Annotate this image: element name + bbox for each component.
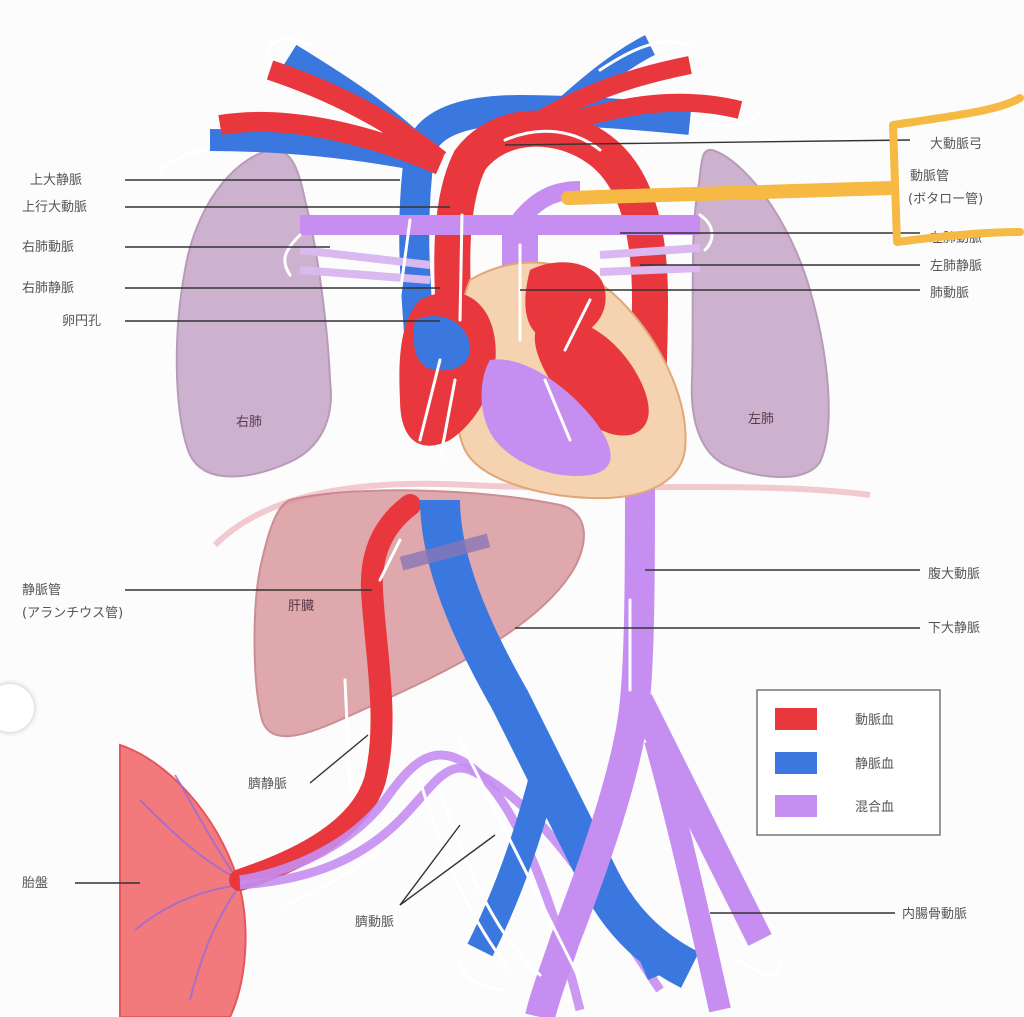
label-inferior-vena-cava: 下大静脈 xyxy=(928,621,980,636)
label-descending-aorta: 腹大動脈 xyxy=(928,566,980,582)
label-right-pulmonary-artery: 右肺動脈 xyxy=(22,240,74,255)
liver xyxy=(253,489,585,738)
flow-arrows xyxy=(158,37,782,992)
label-svc: 上大静脈 xyxy=(30,173,82,188)
aorta-branch-right xyxy=(628,694,772,946)
legend-label-venous: 静脈血 xyxy=(855,757,894,772)
pulmonary-veins-right xyxy=(299,246,431,284)
pulmonary-veins-left xyxy=(599,244,701,276)
label-left-lung: 左肺 xyxy=(748,412,774,427)
label-placenta: 胎盤 xyxy=(22,876,48,891)
label-ductus-arteriosus: 動脈管 xyxy=(910,169,949,184)
subclavian-right xyxy=(557,93,743,134)
ivc-branch-left xyxy=(467,766,559,957)
ivc-branch-right xyxy=(609,892,673,980)
diaphragm xyxy=(212,480,871,548)
label-foramen-ovale: 卵円孔 xyxy=(62,314,101,329)
subclavian-left xyxy=(218,111,445,175)
label-liver: 肝臓 xyxy=(288,599,314,614)
placenta-vessels xyxy=(134,774,241,1001)
descending-aorta xyxy=(525,469,655,1017)
placenta xyxy=(119,743,247,1017)
label-right-lung: 右肺 xyxy=(236,415,262,430)
label-aortic-arch: 大動脈弓 xyxy=(930,137,982,152)
ductus-arteriosus xyxy=(512,181,581,226)
highlight-pointer-line xyxy=(561,181,897,205)
label-left-pulmonary-vein: 左肺静脈 xyxy=(930,259,982,274)
highlight-bracket xyxy=(889,94,1024,246)
label-pulmonary-artery: 肺動脈 xyxy=(930,286,969,301)
legend-label-arterial: 動脈血 xyxy=(855,713,894,728)
ductus-venosus-band xyxy=(399,533,491,571)
legend-swatch-venous xyxy=(775,752,817,774)
umbilical-vein xyxy=(229,494,421,891)
label-ductus-venosus-alt: (アランチウス管) xyxy=(22,606,123,621)
leader-lines-right xyxy=(504,139,920,914)
legend-label-mixed: 混合血 xyxy=(855,800,894,815)
legend-swatch-mixed xyxy=(775,795,817,817)
highlight-annotation xyxy=(561,94,1024,246)
label-umbilical-artery: 臍動脈 xyxy=(355,914,394,930)
label-ascending-aorta: 上行大動脈 xyxy=(22,200,87,215)
label-ductus-venosus: 静脈管 xyxy=(22,583,61,598)
legend-swatch-arterial xyxy=(775,708,817,730)
umbilical-artery-1 xyxy=(239,750,585,1012)
label-internal-iliac-artery: 内腸骨動脈 xyxy=(902,906,967,922)
carotid-right xyxy=(535,56,692,128)
right-atrium-venous xyxy=(413,316,471,371)
right-ventricle xyxy=(481,359,611,476)
label-umbilical-vein: 臍静脈 xyxy=(248,776,287,792)
aorta-branch-2 xyxy=(644,737,731,1013)
legend: 動脈血 静脈血 混合血 xyxy=(756,689,941,836)
leader-lines-left xyxy=(75,179,496,906)
carotid-left xyxy=(266,60,447,168)
label-right-pulmonary-vein: 右肺静脈 xyxy=(22,281,74,296)
label-ductus-arteriosus-alt: (ボタロー管) xyxy=(908,192,983,207)
left-ventricle xyxy=(534,318,649,436)
